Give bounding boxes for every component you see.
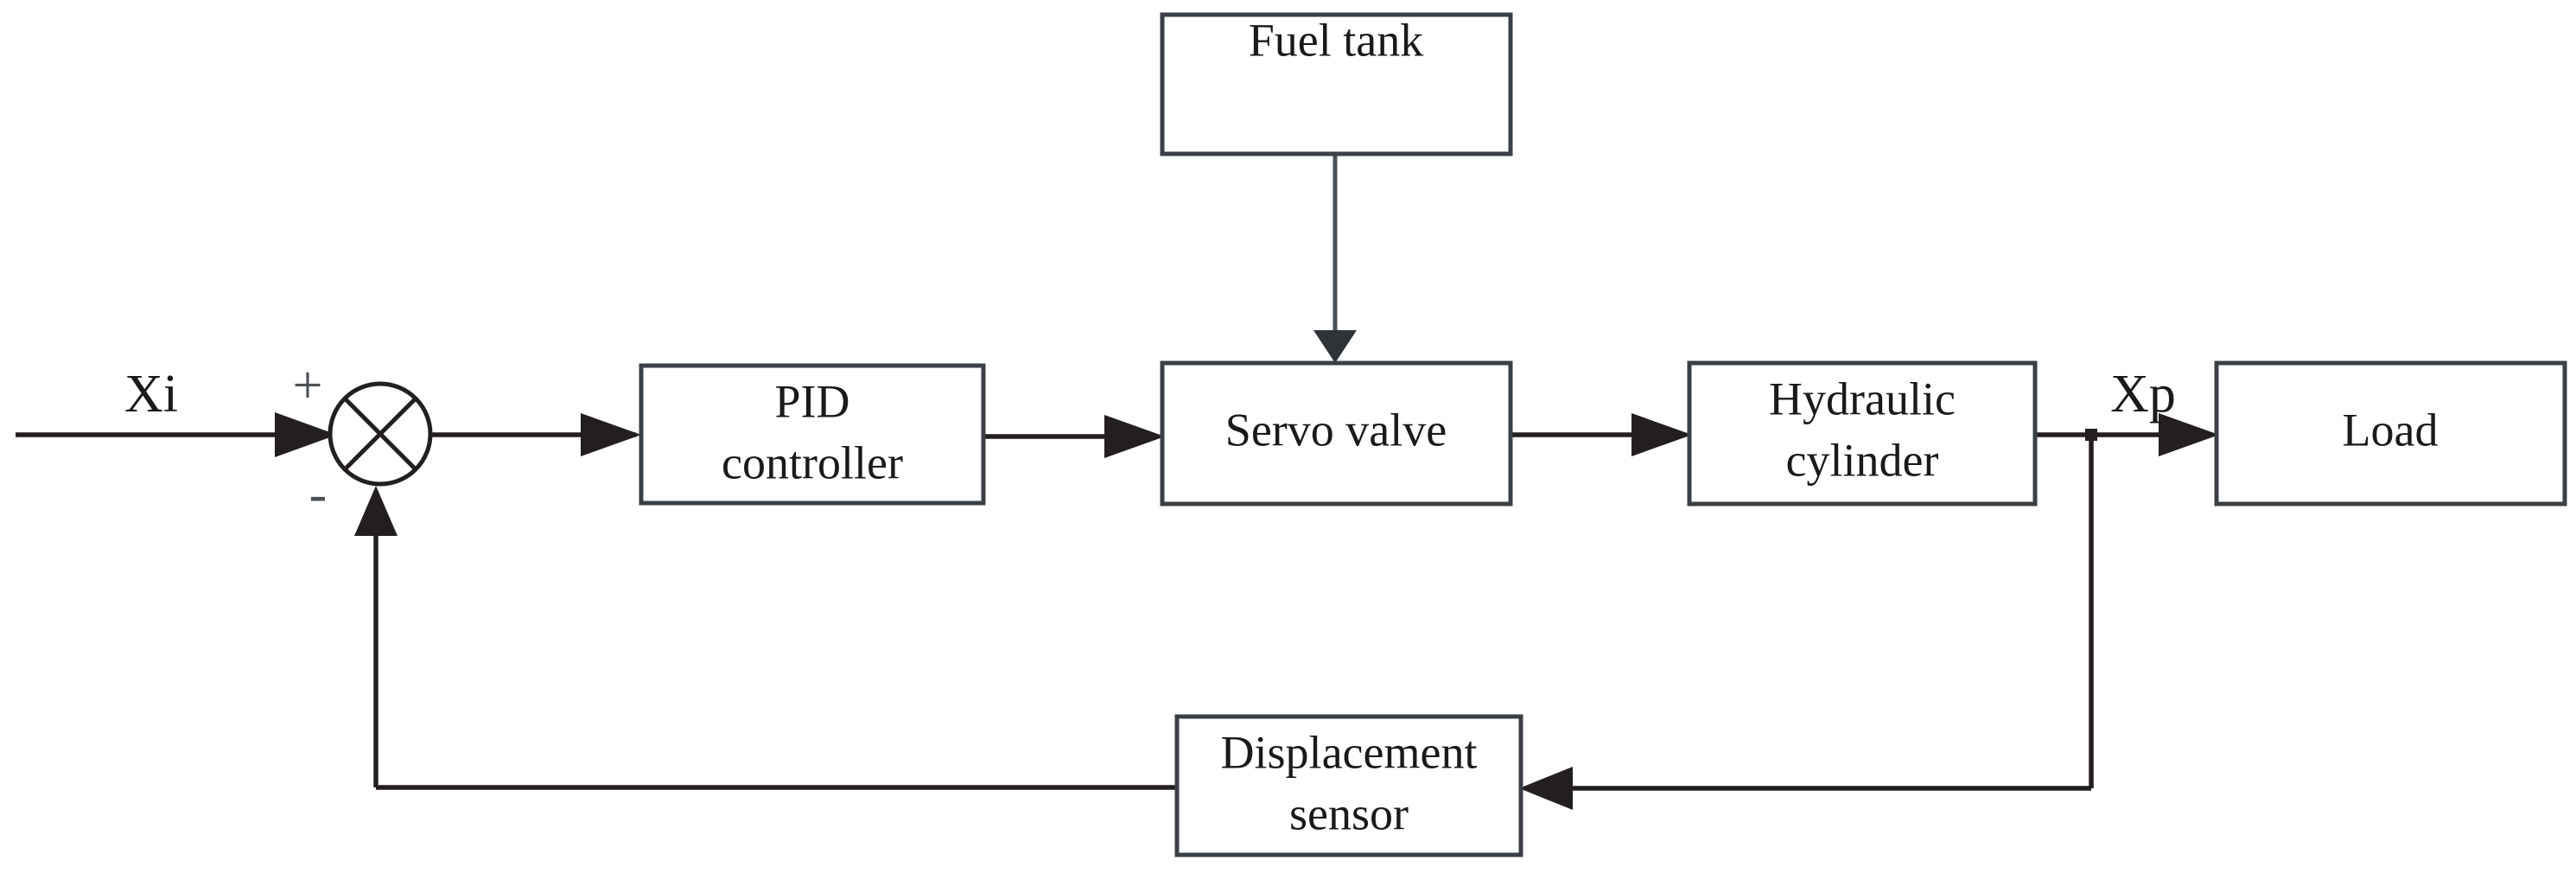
label-fuel-tank: Fuel tank — [1249, 14, 1423, 66]
label-servo-valve: Servo valve — [1225, 404, 1447, 456]
block-displacement-sensor[interactable] — [1174, 714, 1523, 857]
connection-hydraulic-cylinder-to-load — [2035, 413, 2219, 456]
label-input-signal-xi: Xi — [124, 365, 178, 424]
label-summing-plus-sign: + — [293, 356, 323, 415]
block-fuel-tank[interactable] — [1160, 12, 1513, 156]
connection-displacement-sensor-to-summing-junction — [354, 486, 1177, 790]
label-hydraulic-cylinder-line2: cylinder — [1786, 434, 1939, 486]
connection-pid-to-servo-valve — [983, 415, 1165, 458]
block-load[interactable] — [2214, 360, 2567, 507]
label-output-signal-xp: Xp — [2110, 365, 2176, 424]
label-summing-minus-sign: - — [309, 465, 328, 524]
connection-servo-valve-to-hydraulic-cylinder — [1511, 413, 1692, 456]
block-servo-valve[interactable] — [1160, 360, 1513, 507]
connection-summing-junction-to-pid — [430, 413, 641, 456]
connection-branch-to-displacement-sensor — [1519, 429, 2097, 810]
label-pid-controller-line1: PID — [774, 375, 849, 427]
label-pid-controller-line2: controller — [722, 436, 903, 488]
block-hydraulic-cylinder[interactable] — [1687, 360, 2038, 507]
label-displacement-sensor-line1: Displacement — [1221, 726, 1478, 778]
label-load: Load — [2343, 404, 2439, 456]
block-pid-controller[interactable] — [639, 363, 986, 506]
summing-junction — [328, 381, 433, 487]
label-displacement-sensor-line2: sensor — [1289, 787, 1409, 839]
connection-fuel-tank-to-servo-valve — [1313, 154, 1357, 363]
connection-xi-to-summing-junction — [16, 412, 337, 457]
label-hydraulic-cylinder-line1: Hydraulic — [1769, 373, 1956, 424]
